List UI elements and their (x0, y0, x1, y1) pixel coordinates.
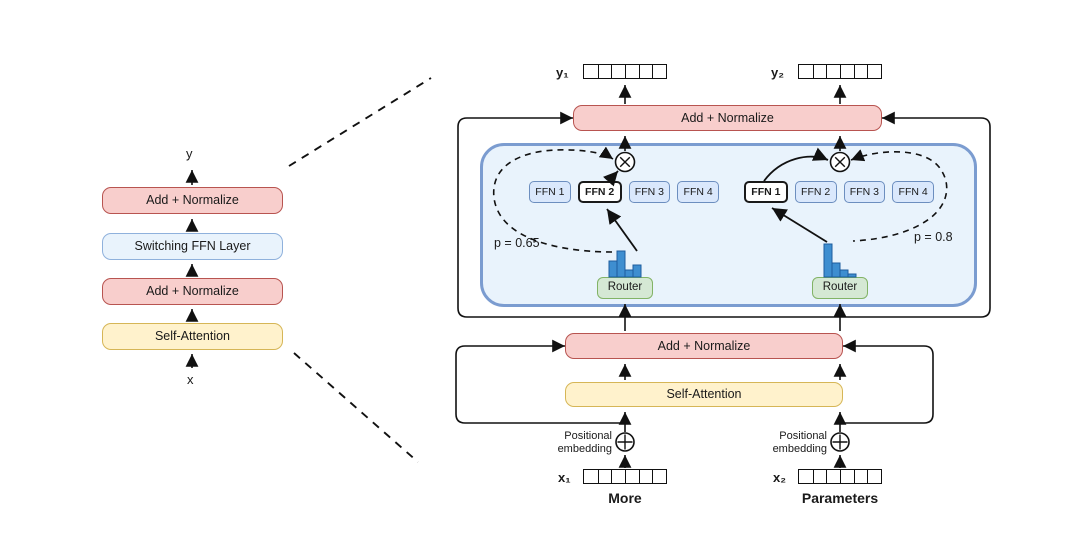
ffn-4-group-2-label: FFN 4 (898, 186, 928, 198)
expert-group-1: FFN 1 FFN 2 FFN 3 FFN 4 (529, 181, 719, 203)
ffn-2-group-1-label: FFN 2 (585, 186, 615, 198)
left-self-attention: Self-Attention (102, 323, 283, 350)
output-token-vector-y1 (583, 64, 667, 79)
ffn-4-group-1: FFN 4 (677, 181, 719, 203)
output-token-label-y2: y₂ (771, 65, 785, 80)
output-token-vector-y2 (798, 64, 882, 79)
right-add-normalize-mid-label: Add + Normalize (657, 338, 751, 353)
right-add-normalize-top-label: Add + Normalize (681, 110, 774, 125)
probability-label-1: p = 0.65 (494, 236, 540, 250)
positional-embedding-label-2: Positional embedding (772, 430, 827, 455)
ffn-3-group-2-label: FFN 3 (849, 186, 879, 198)
left-add-normalize-bottom-label: Add + Normalize (146, 284, 239, 299)
switching-ffn-container (480, 143, 977, 307)
ffn-4-group-2: FFN 4 (892, 181, 934, 203)
output-token-label-y1: y₁ (556, 65, 569, 80)
add-icon-2 (830, 432, 850, 452)
expert-group-2: FFN 1 FFN 2 FFN 3 FFN 4 (744, 181, 934, 203)
positional-embedding-label-1: Positional embedding (557, 430, 612, 455)
right-self-attention: Self-Attention (565, 382, 843, 407)
router-1: Router (597, 277, 653, 299)
left-add-normalize-top: Add + Normalize (102, 187, 283, 214)
router-2-label: Router (822, 281, 858, 294)
input-token-vector-x1 (583, 469, 667, 484)
add-icon-1 (615, 432, 635, 452)
right-self-attention-label: Self-Attention (666, 387, 742, 402)
left-add-normalize-top-label: Add + Normalize (146, 193, 239, 208)
residual-connection-bottom-right (840, 339, 934, 424)
input-word-2: Parameters (801, 490, 879, 506)
left-self-attention-label: Self-Attention (154, 329, 231, 344)
left-output-label: y (186, 146, 193, 161)
input-token-label-x2: x₂ (773, 470, 787, 485)
ffn-1-group-2: FFN 1 (744, 181, 788, 203)
ffn-3-group-1: FFN 3 (628, 181, 671, 203)
left-switching-ffn-layer-label: Switching FFN Layer (134, 239, 251, 254)
zoom-connector-lines (288, 77, 432, 463)
input-token-label-x1: x₁ (558, 470, 571, 485)
ffn-2-group-1: FFN 2 (577, 181, 622, 203)
probability-label-2: p = 0.8 (914, 230, 953, 244)
ffn-1-group-1: FFN 1 (529, 181, 571, 203)
input-token-vector-x2 (798, 469, 882, 484)
ffn-2-group-2: FFN 2 (794, 181, 837, 203)
left-add-normalize-bottom: Add + Normalize (102, 278, 283, 305)
left-input-label: x (187, 372, 194, 387)
ffn-1-group-1-label: FFN 1 (535, 186, 565, 198)
ffn-1-group-2-label: FFN 1 (751, 186, 781, 198)
input-word-1: More (608, 490, 642, 506)
ffn-2-group-2-label: FFN 2 (801, 186, 831, 198)
ffn-4-group-1-label: FFN 4 (683, 186, 713, 198)
ffn-3-group-2: FFN 3 (843, 181, 886, 203)
ffn-3-group-1-label: FFN 3 (634, 186, 664, 198)
left-switching-ffn-layer: Switching FFN Layer (102, 233, 283, 260)
router-1-label: Router (607, 281, 643, 294)
right-add-normalize-mid: Add + Normalize (565, 333, 843, 359)
router-2: Router (812, 277, 868, 299)
right-add-normalize-top: Add + Normalize (573, 105, 882, 131)
